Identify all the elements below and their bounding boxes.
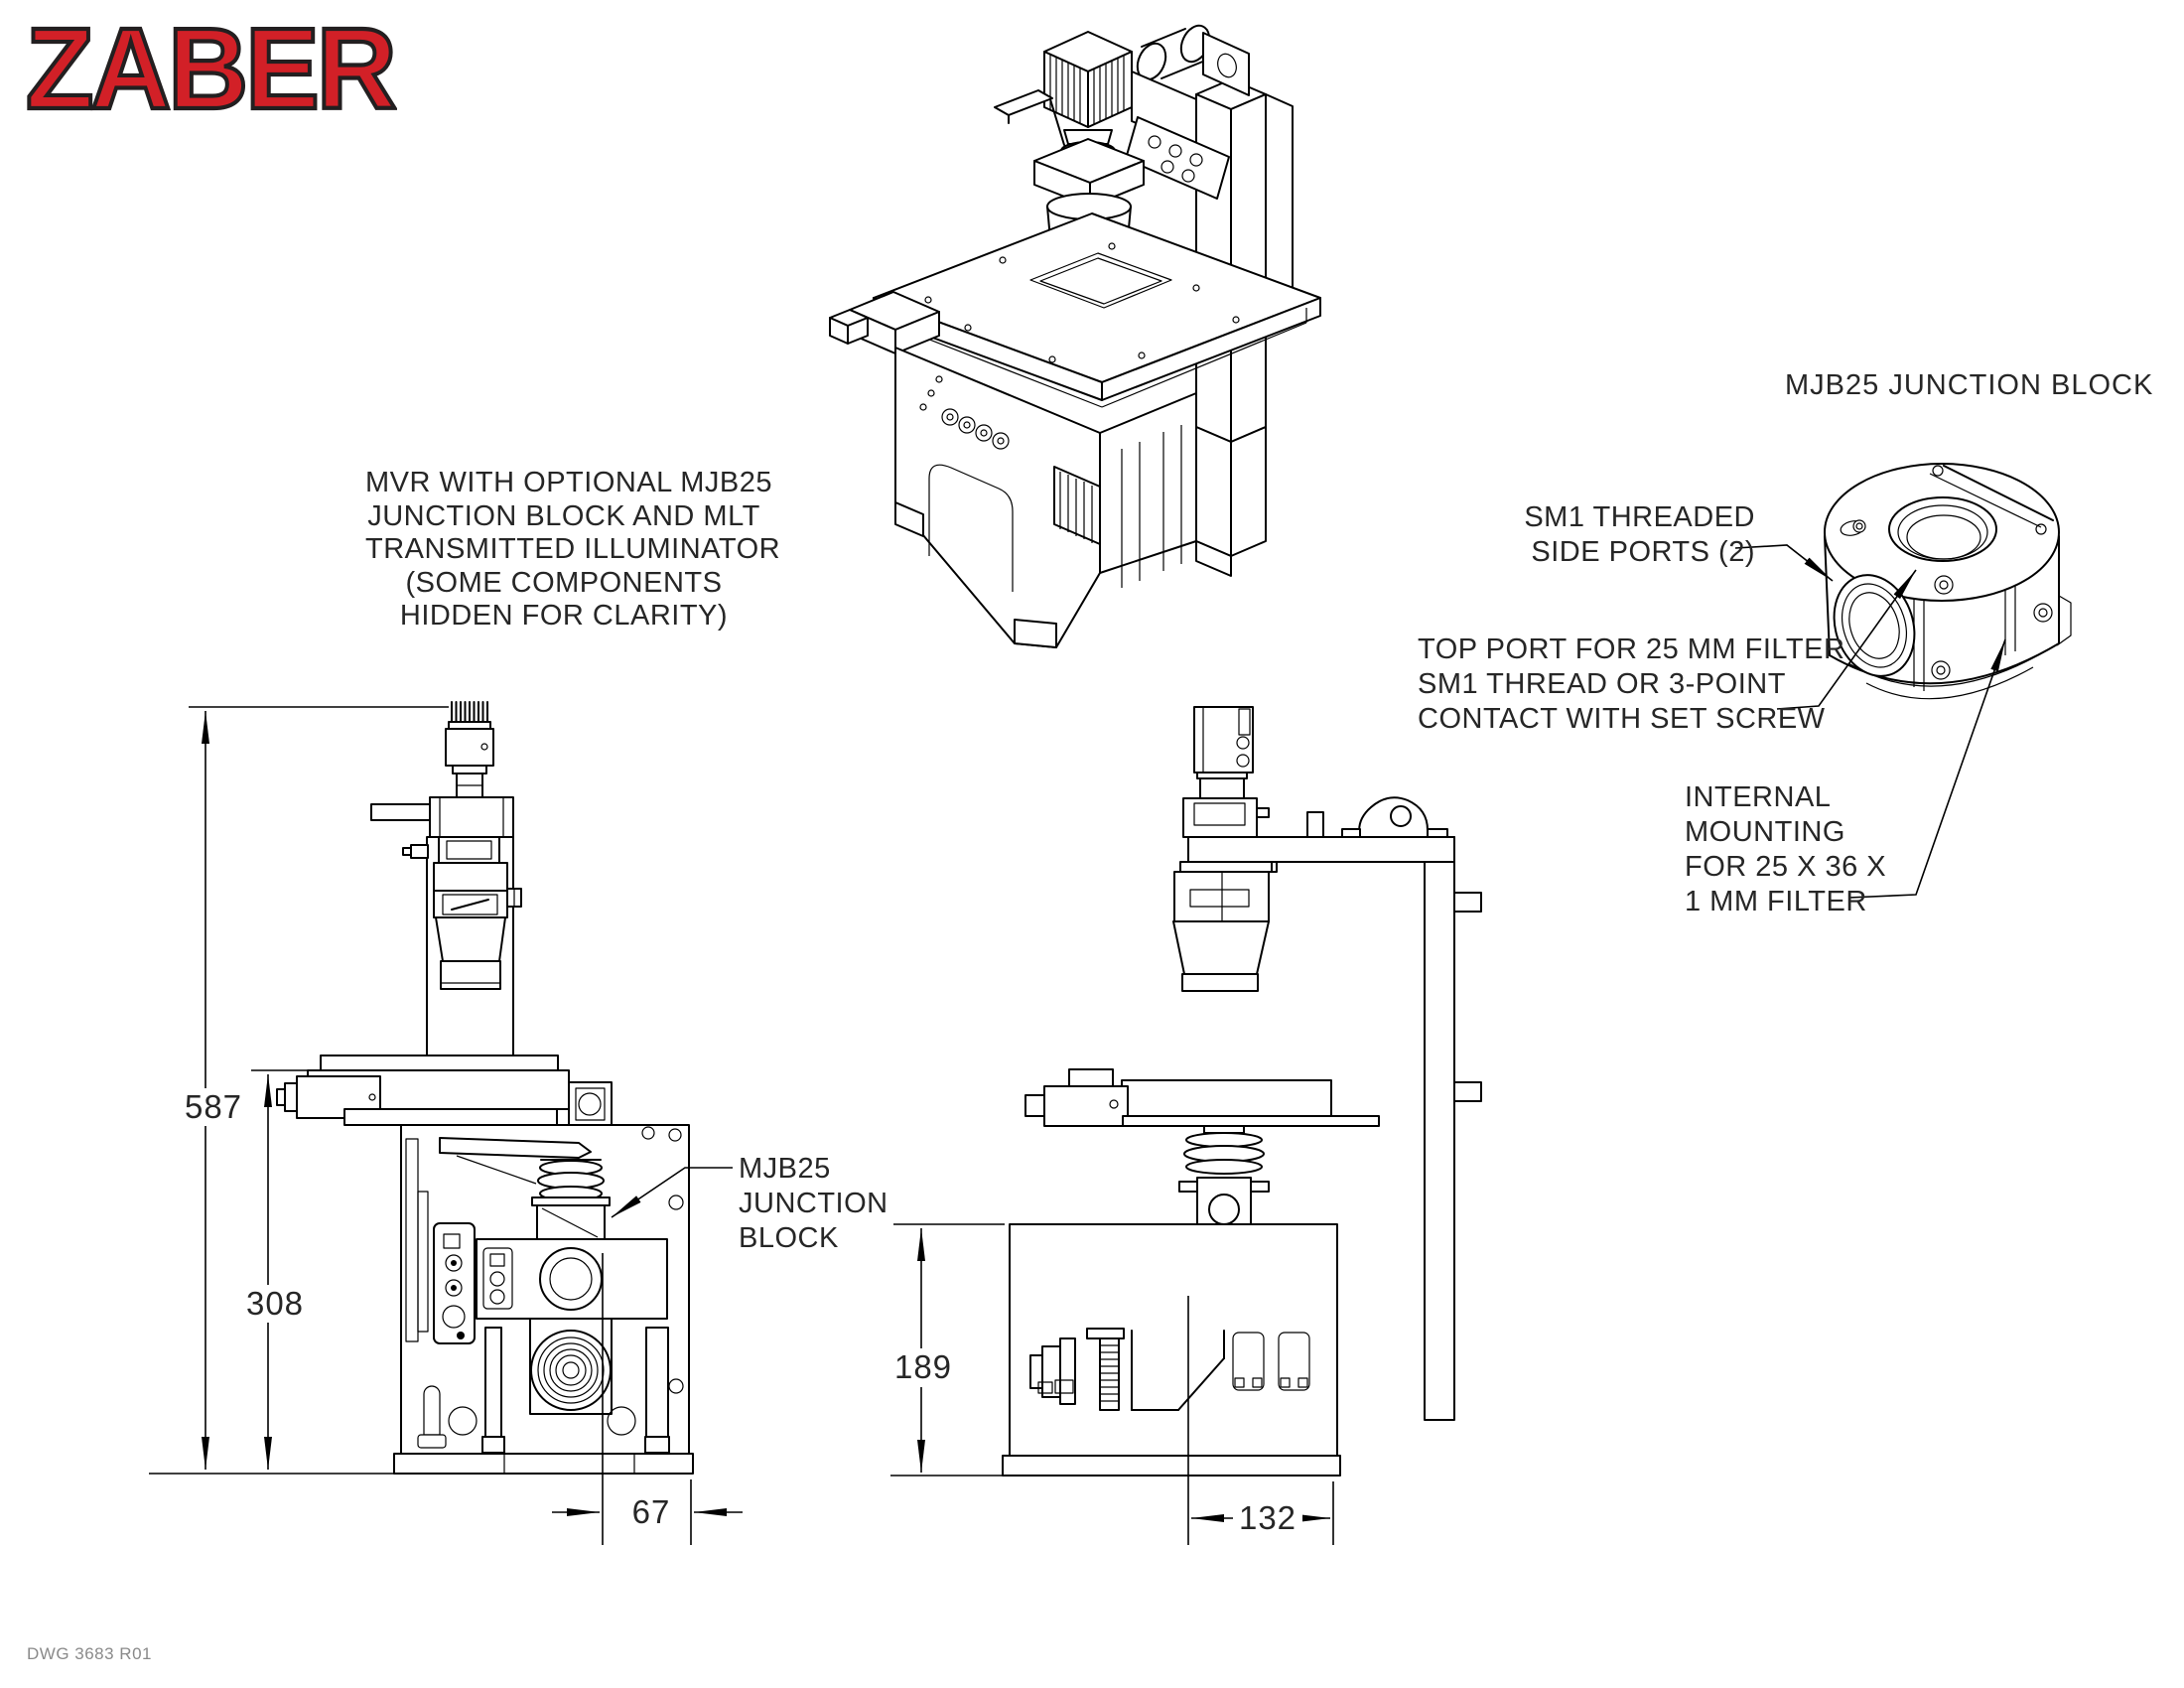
callout-line: SM1 THREADED: [1524, 501, 1755, 533]
isometric-assembly-view: [829, 24, 1321, 648]
caption-line: JUNCTION BLOCK AND MLT: [367, 499, 760, 532]
caption-line: (SOME COMPONENTS: [405, 566, 723, 599]
callout-front-junction-block: MJB25 JUNCTION BLOCK: [739, 1152, 997, 1256]
callout-line: INTERNAL: [1685, 781, 1832, 813]
dimension-308: [251, 1069, 310, 1470]
front-view: [276, 701, 694, 1475]
junction-block-view-title: MJB25 JUNCTION BLOCK: [1785, 369, 2154, 401]
dimension-189: [890, 1223, 1005, 1477]
dim-text-308: 308: [236, 1285, 314, 1323]
callout-top-port: TOP PORT FOR 25 MM FILTER SM1 THREAD OR …: [1418, 633, 1845, 737]
caption-line: TRANSMITTED ILLUMINATOR: [365, 533, 781, 565]
dimension-587: [149, 706, 449, 1475]
callout-line: 1 MM FILTER: [1685, 886, 1867, 917]
dim-text-587: 587: [175, 1088, 252, 1126]
callout-line: MOUNTING: [1685, 816, 1845, 848]
callout-line: BLOCK: [739, 1222, 839, 1254]
callout-line: MJB25: [739, 1153, 831, 1185]
caption-line: MVR WITH OPTIONAL MJB25: [365, 467, 773, 498]
leader-lines: [611, 544, 2006, 1218]
dim-text-189: 189: [886, 1348, 961, 1386]
caption-line: HIDDEN FOR CLARITY): [399, 600, 729, 632]
zaber-logo: ZABER: [24, 2, 399, 135]
callout-line: SIDE PORTS (2): [1531, 536, 1755, 568]
dimension-67: [552, 1253, 743, 1545]
callout-line: CONTACT WITH SET SCREW: [1418, 703, 1826, 735]
junction-block-detail-view: [1824, 463, 2072, 700]
drawing-number: DWG 3683 R01: [27, 1644, 152, 1663]
side-view: [1002, 706, 1482, 1477]
callout-line: SM1 THREAD OR 3-POINT: [1418, 668, 1786, 700]
callout-line: TOP PORT FOR 25 MM FILTER: [1418, 633, 1845, 665]
main-caption: MVR WITH OPTIONAL MJB25 JUNCTION BLOCK A…: [365, 467, 781, 633]
callout-internal-mounting: INTERNAL MOUNTING FOR 25 X 36 X 1 MM FIL…: [1685, 780, 1943, 919]
callout-line: JUNCTION: [739, 1188, 888, 1219]
callout-sm1-side-ports: SM1 THREADED SIDE PORTS (2): [1428, 500, 1755, 570]
callout-line: FOR 25 X 36 X: [1685, 851, 1887, 883]
dim-text-132: 132: [1233, 1499, 1302, 1537]
dim-text-67: 67: [617, 1493, 685, 1531]
